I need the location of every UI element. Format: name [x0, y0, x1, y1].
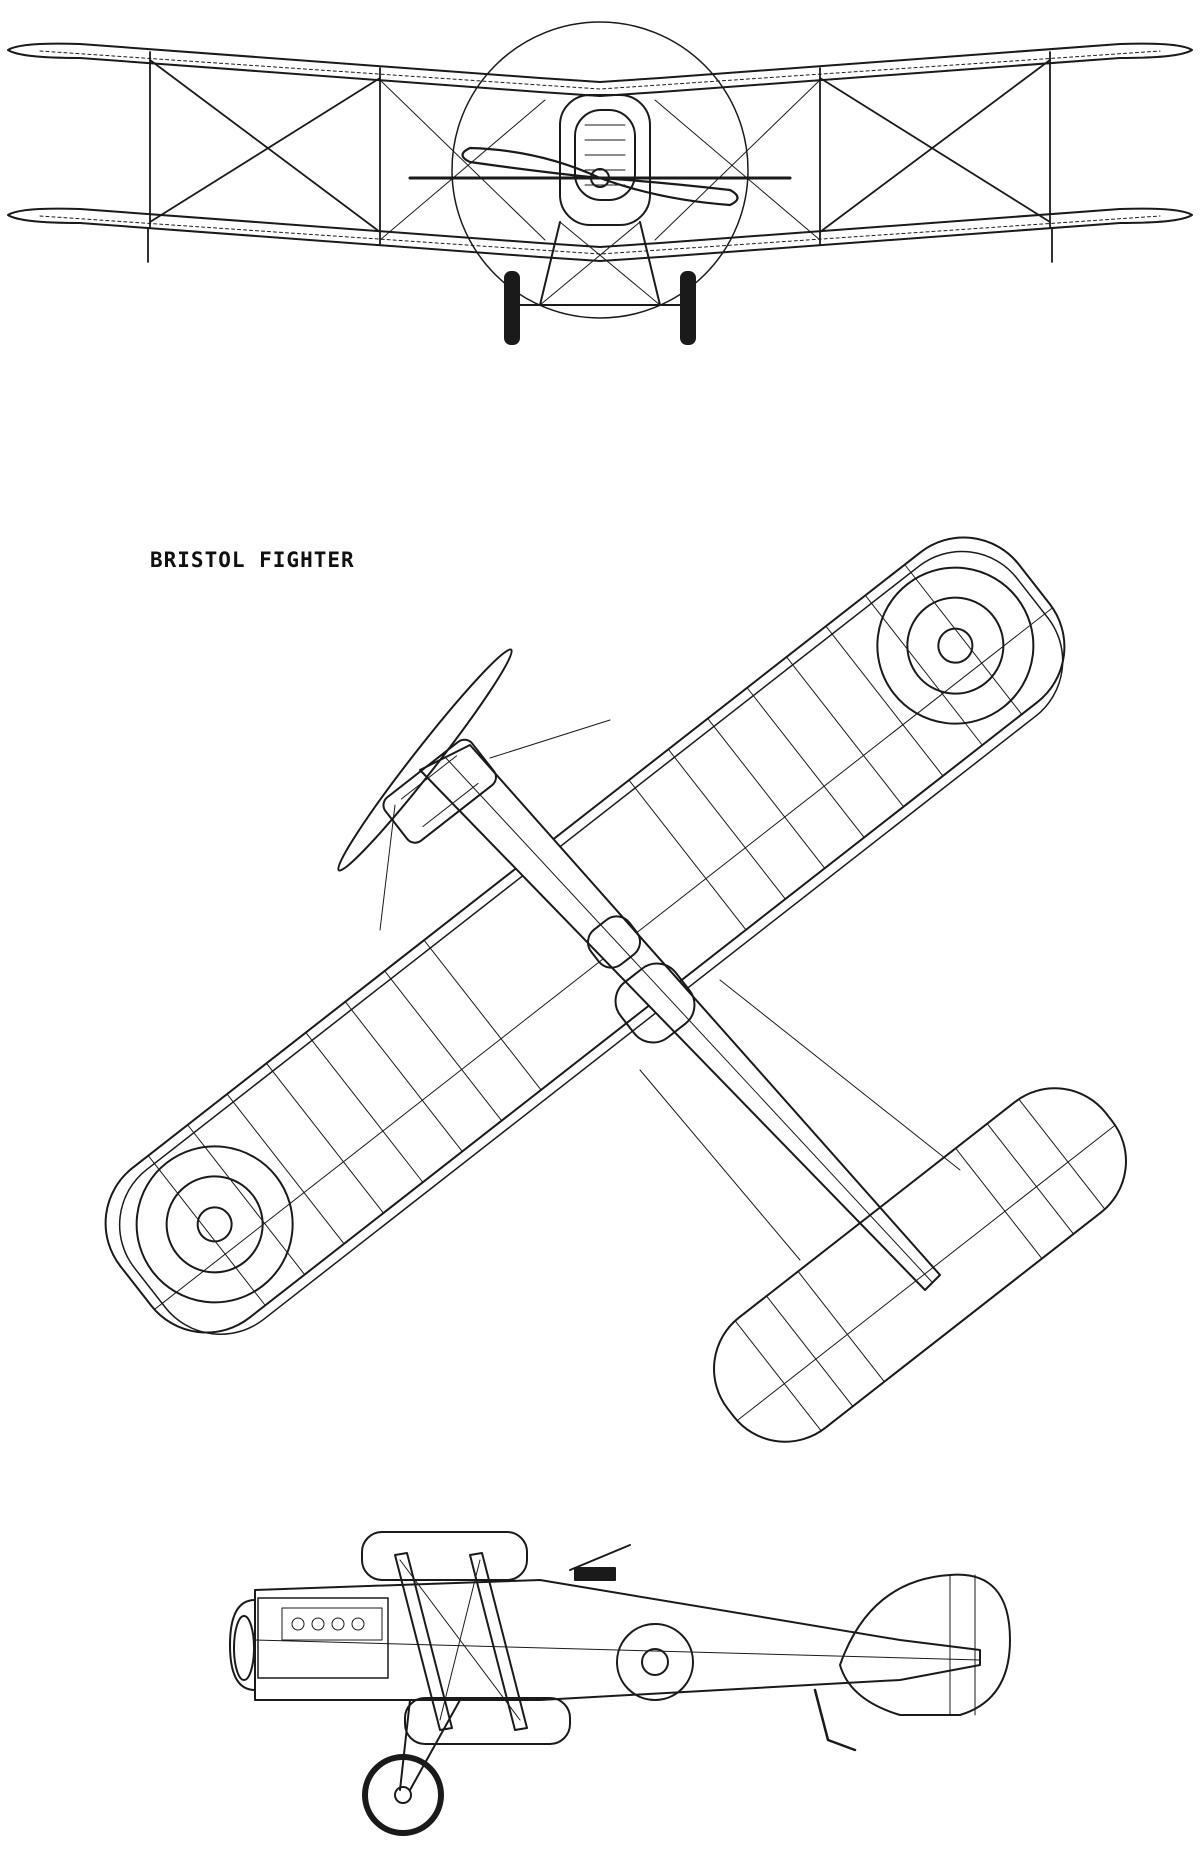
propeller — [463, 148, 738, 205]
radiator — [560, 95, 650, 225]
cockpit-gunner — [606, 954, 704, 1052]
tail-skid — [815, 1690, 855, 1750]
propeller-top — [329, 642, 520, 877]
tailplane — [688, 1062, 1152, 1468]
engine-cowling — [379, 736, 500, 847]
engine-side — [230, 1598, 388, 1690]
spinner — [234, 1616, 254, 1680]
upper-wing — [8, 44, 1192, 96]
wing-roundel-left — [105, 1115, 324, 1334]
side-struts — [395, 1553, 527, 1730]
plan-bracing — [380, 720, 960, 1260]
side-undercarriage — [365, 1700, 460, 1833]
lower-wing — [8, 209, 1192, 261]
fuselage-top — [420, 745, 940, 1290]
propeller-disc — [452, 22, 748, 318]
main-wing — [77, 509, 1098, 1368]
side-view — [230, 1532, 1010, 1833]
rudder-ribs — [950, 1575, 975, 1715]
diagram-title: BRISTOL FIGHTER — [150, 548, 355, 572]
lower-wing-side — [405, 1698, 570, 1744]
upper-wing-side — [362, 1532, 527, 1580]
front-undercarriage — [505, 222, 695, 344]
main-wheel — [365, 1757, 441, 1833]
interplane-struts — [148, 52, 1052, 262]
front-view — [8, 22, 1192, 344]
fin-rudder — [840, 1575, 1010, 1715]
cockpit-pilot — [582, 910, 647, 974]
plan-view — [77, 509, 1152, 1468]
fuselage-roundel — [617, 1624, 693, 1700]
wing-roundel-right — [846, 536, 1065, 755]
rear-gun — [570, 1545, 630, 1580]
